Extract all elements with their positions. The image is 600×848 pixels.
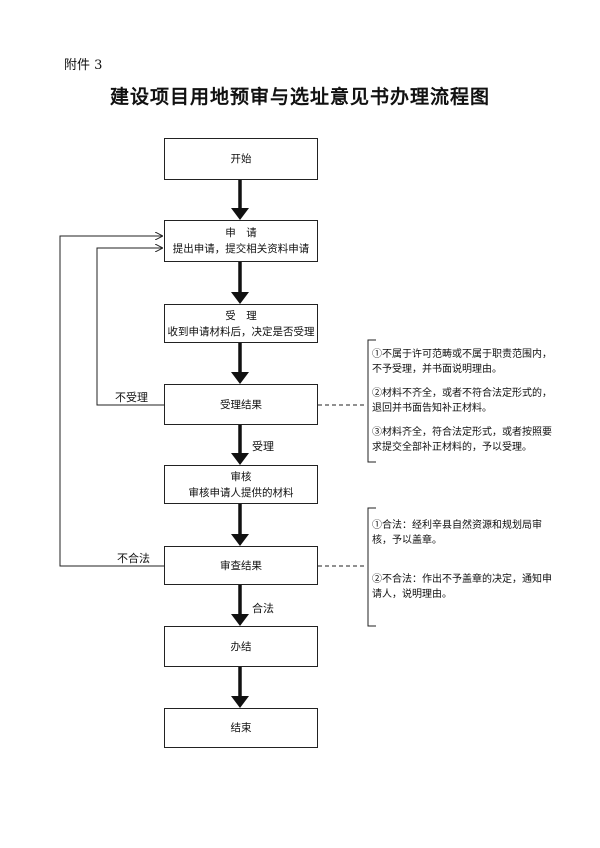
arrowhead-4 [231,453,249,465]
edge-label-not-legal: 不合法 [117,552,150,565]
loop-not-accepted [96,248,164,406]
node-start: 开始 [164,138,318,180]
note-accept-item-3: ③材料齐全，符合法定形式，或者按照要求提交全部补正材料的，予以受理。 [372,427,552,453]
node-accept-result: 受理结果 [164,384,318,425]
page-title: 建设项目用地预审与选址意见书办理流程图 [109,86,490,108]
node-accept-desc: 收到申请材料后，决定是否受理 [167,325,315,338]
node-accept-result-title: 受理结果 [220,398,262,411]
node-review: 审核 审核申请人提供的材料 [164,465,318,504]
node-start-title: 开始 [230,153,252,165]
bracket-review-note [367,507,376,627]
node-end: 结束 [164,708,318,748]
edge-label-legal: 合法 [252,602,274,615]
node-review-desc: 审核申请人提供的材料 [188,486,294,499]
node-review-result-title: 审查结果 [220,559,262,572]
note-review-result: ①合法：经利辛县自然资源和规划局审核，予以盖章。 ②不合法：作出不予盖章的决定，… [372,518,552,611]
edge-label-accepted: 受理 [252,440,274,453]
bracket-accept-note [367,339,376,463]
note-accept-item-2: ②材料不齐全，或者不符合法定形式的，退回并书面告知补正材料。 [372,388,552,414]
edge-label-not-accepted: 不受理 [115,391,148,404]
node-complete: 办结 [164,626,318,667]
arrowhead-5 [231,534,249,546]
arrowhead-6 [231,614,249,626]
note-accept-item-1: ①不属于许可范畴或不属于职责范围内，不予受理，并书面说明理由。 [372,349,552,375]
node-accept: 受 理 收到申请材料后，决定是否受理 [164,304,318,343]
node-complete-title: 办结 [230,640,252,653]
node-accept-title: 受 理 [225,309,257,322]
node-apply: 申 请 提出申请，提交相关资料申请 [164,220,318,262]
node-end-title: 结束 [230,722,252,734]
arrowhead-3 [231,372,249,384]
arrowhead-7 [231,696,249,708]
arrowhead-1 [231,208,249,220]
node-review-result: 审查结果 [164,546,318,585]
note-review-item-2: ②不合法：作出不予盖章的决定，通知申请人，说明理由。 [372,574,552,600]
note-review-item-1: ①合法：经利辛县自然资源和规划局审核，予以盖章。 [372,520,542,546]
loop-not-legal [59,236,164,567]
note-accept-result: ①不属于许可范畴或不属于职责范围内，不予受理，并书面说明理由。 ②材料不齐全，或… [372,347,552,464]
node-apply-desc: 提出申请，提交相关资料申请 [172,243,310,255]
arrowhead-2 [231,292,249,304]
attachment-label: 附件 3 [64,58,103,73]
node-review-title: 审核 [230,470,252,483]
node-apply-title: 申 请 [225,227,257,239]
